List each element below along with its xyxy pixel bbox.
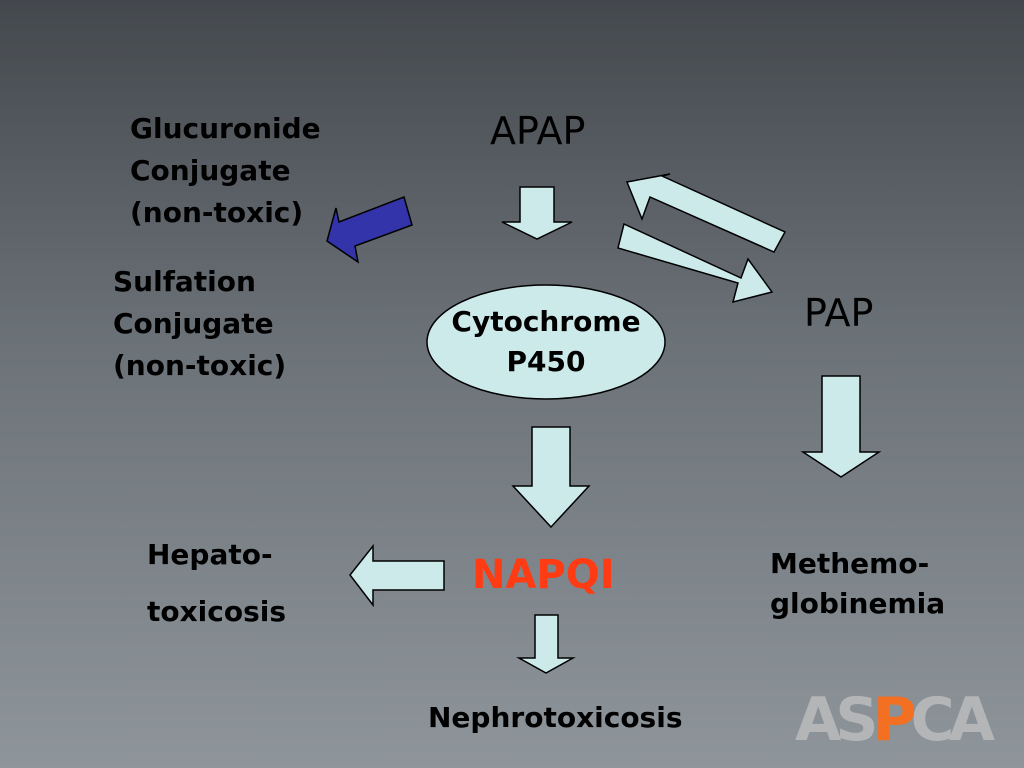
cytochrome-line-2: P450 <box>506 345 586 378</box>
arrow-apap-to-cytochrome <box>501 186 573 240</box>
glucuronide-line-2: Conjugate <box>130 154 291 187</box>
sulfation-line-3: (non-toxic) <box>113 349 287 382</box>
arrow-to-glucuronide <box>326 196 413 264</box>
methemo-line-2: globinemia <box>770 587 946 620</box>
aspca-logo: ASPCA <box>795 690 995 750</box>
sulfation-line-1: Sulfation <box>113 265 256 298</box>
methemo-label: Methemo- globinemia <box>770 544 945 624</box>
glucuronide-line-3: (non-toxic) <box>130 196 304 229</box>
glucuronide-line-1: Glucuronide <box>130 112 321 145</box>
arrow-cytochrome-to-napqi <box>511 426 591 529</box>
logo-text-main: AS <box>795 685 879 755</box>
arrow-napqi-to-nephro <box>516 614 576 674</box>
arrow-pap-to-methemo <box>800 375 882 478</box>
cytochrome-ellipse <box>426 284 666 400</box>
glucuronide-label: Glucuronide Conjugate (non-toxic) <box>130 108 321 234</box>
pap-label: PAP <box>804 291 874 335</box>
methemo-line-1: Methemo- <box>770 547 930 580</box>
hepato-label: Hepato- toxicosis <box>147 533 286 632</box>
hepato-line-1: Hepato- <box>147 538 273 571</box>
sulfation-line-2: Conjugate <box>113 307 274 340</box>
cytochrome-line-1: Cytochrome <box>451 305 641 338</box>
sulfation-label: Sulfation Conjugate (non-toxic) <box>113 261 286 387</box>
nephro-label: Nephrotoxicosis <box>428 701 683 734</box>
apap-label: APAP <box>490 109 586 153</box>
hepato-line-2: toxicosis <box>147 595 287 628</box>
logo-text-p: P <box>872 685 917 755</box>
arrow-apap-to-pap <box>617 222 774 304</box>
logo-text-end: CA <box>910 685 996 755</box>
arrow-pap-to-apap <box>625 173 787 253</box>
napqi-label: NAPQI <box>472 552 615 598</box>
arrow-napqi-to-hepato <box>349 543 445 608</box>
